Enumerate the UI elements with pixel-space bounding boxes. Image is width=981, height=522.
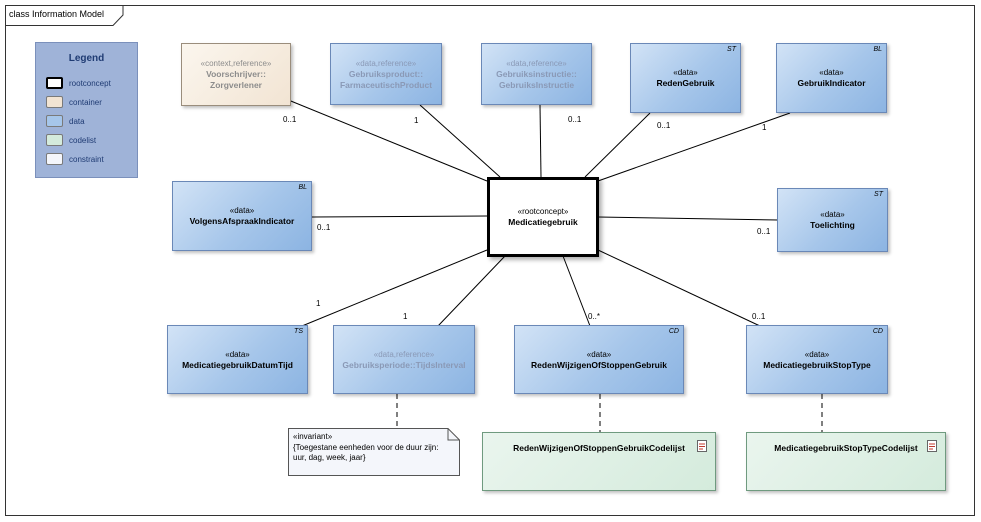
edge-gebruiksproduct	[419, 104, 501, 178]
stereotype: «rootconcept»	[517, 207, 569, 216]
legend-item-codelist: codelist	[46, 133, 96, 147]
codelist-redenwijzigenofstoppengebruik[interactable]: RedenWijzigenOfStoppenGebruikCodelijst	[482, 432, 716, 491]
edge-toelichting	[597, 216, 779, 221]
legend-swatch-data	[46, 115, 63, 127]
class-name: GebruikIndicator	[797, 78, 866, 88]
class-redenwijzigenofstoppengebruik[interactable]: CD «data» RedenWijzigenOfStoppenGebruik	[514, 325, 684, 394]
legend-item-constraint: constraint	[46, 152, 104, 166]
multiplicity-gebruiksperiode: 1	[403, 312, 408, 321]
stereotype: «data,reference»	[355, 58, 417, 68]
class-gebruiksperiode[interactable]: «data,reference» Gebruiksperiode::TijdsI…	[333, 325, 475, 394]
multiplicity-stoptype: 0..1	[752, 312, 766, 321]
multiplicity-datumtijd: 1	[316, 299, 321, 308]
datatype-tag: ST	[727, 46, 736, 53]
class-name: Gebruiksproduct:: FarmaceutischProduct	[339, 68, 433, 90]
note-shape	[288, 428, 460, 476]
stereotype: «data,reference»	[373, 349, 435, 359]
class-medicatiegebruikdatumtijd[interactable]: TS «data» MedicatiegebruikDatumTijd	[167, 325, 308, 394]
stereotype: «data»	[804, 349, 830, 359]
stereotype: «context,reference»	[200, 59, 272, 68]
multiplicity-gebruiksproduct: 1	[414, 116, 419, 125]
legend-item-container: container	[46, 95, 102, 109]
multiplicity-toelichting: 0..1	[757, 227, 771, 236]
legend-label: rootconcept	[69, 78, 111, 88]
class-gebruiksproduct[interactable]: «data,reference» Gebruiksproduct:: Farma…	[330, 43, 442, 105]
class-voorschrijver-zorgverlener[interactable]: «context,reference» Voorschrijver:: Zorg…	[181, 43, 291, 106]
stereotype: «data»	[229, 206, 255, 215]
invariant-note[interactable]: «invariant» {Toegestane eenheden voor de…	[288, 428, 460, 476]
codelist-name: RedenWijzigenOfStoppenGebruikCodelijst	[513, 443, 685, 453]
codelist-medicatiegebruikstoptype[interactable]: MedicatiegebruikStopTypeCodelijst	[746, 432, 946, 491]
legend-label: container	[69, 97, 102, 107]
codelist-name: MedicatiegebruikStopTypeCodelijst	[774, 443, 918, 453]
note-line-2: uur, dag, week, jaar}	[293, 453, 366, 462]
class-name: RedenGebruik	[656, 78, 715, 88]
codelist-document-icon	[927, 440, 937, 452]
stereotype: «data,reference»	[506, 58, 567, 68]
class-gebruiksinstructie[interactable]: «data,reference» Gebruiksinstructie:: Ge…	[481, 43, 592, 105]
class-name: Medicatiegebruik	[508, 217, 578, 227]
legend-swatch-container	[46, 96, 63, 108]
legend-swatch-constraint	[46, 153, 63, 165]
edge-redengebruik	[584, 112, 651, 178]
class-name: Gebruiksperiode::TijdsInterval	[342, 359, 466, 370]
note-stereotype: «invariant»	[293, 432, 333, 441]
class-gebruikindicator[interactable]: BL «data» GebruikIndicator	[776, 43, 887, 113]
legend-swatch-codelist	[46, 134, 63, 146]
datatype-tag: CD	[668, 328, 679, 335]
multiplicity-redengebruik: 0..1	[657, 121, 671, 130]
frame-title: class Information Model	[9, 9, 105, 19]
legend-title: Legend	[68, 53, 105, 64]
multiplicity-redenwijzigen: 0..*	[588, 312, 601, 321]
legend-swatch-rootconcept	[46, 77, 63, 89]
legend-label: constraint	[69, 154, 104, 164]
edge-volgensafspraak	[311, 215, 489, 218]
edge-stoptype	[597, 249, 761, 327]
class-name: RedenWijzigenOfStoppenGebruik	[531, 359, 667, 370]
edge-gebruiksinstructie	[539, 104, 542, 178]
multiplicity-volgensafspraak: 0..1	[317, 223, 331, 232]
datatype-tag: ST	[874, 191, 883, 198]
class-name: Toelichting	[810, 220, 855, 230]
legend-item-rootconcept: rootconcept	[46, 76, 111, 90]
stereotype: «data»	[819, 68, 844, 77]
class-name: VolgensAfspraakIndicator	[189, 216, 295, 226]
class-volgensafspraakindicator[interactable]: BL «data» VolgensAfspraakIndicator	[172, 181, 312, 251]
multiplicity-gebruiksinstructie: 0..1	[568, 115, 582, 124]
class-medicatiegebruik-root[interactable]: «rootconcept» Medicatiegebruik	[487, 177, 599, 257]
codelist-document-icon	[697, 440, 707, 452]
diagram-frame	[5, 5, 975, 516]
datatype-tag: CD	[872, 328, 883, 335]
stereotype: «data»	[820, 210, 845, 219]
datatype-tag: TS	[294, 328, 303, 335]
edge-datumtijd	[301, 249, 488, 327]
legend-label: codelist	[69, 135, 97, 145]
stereotype: «data»	[225, 349, 250, 359]
note-line-1: {Toegestane eenheden voor de duur zijn:	[293, 442, 439, 452]
multiplicity-voorschrijver: 0..1	[283, 115, 297, 124]
class-name: MedicatiegebruikDatumTijd	[182, 359, 293, 370]
note-text: «invariant» {Toegestane eenheden voor de…	[293, 432, 438, 464]
class-redengebruik[interactable]: ST «data» RedenGebruik	[630, 43, 741, 113]
frame-title-tab	[5, 5, 124, 26]
class-toelichting[interactable]: ST «data» Toelichting	[777, 188, 888, 252]
edge-voorschrijver	[280, 96, 488, 182]
multiplicity-gebruikindicator: 1	[762, 123, 767, 132]
stereotype: «data»	[586, 349, 612, 359]
class-name: Gebruiksinstructie:: GebruiksInstructie	[496, 68, 577, 90]
datatype-tag: BL	[873, 46, 882, 53]
datatype-tag: BL	[298, 184, 307, 191]
legend-label: data	[69, 116, 85, 126]
legend: Legend rootconcept container data codeli…	[35, 42, 138, 178]
edge-gebruiksperiode	[437, 255, 506, 327]
legend-item-data: data	[46, 114, 85, 128]
class-name: Voorschrijver:: Zorgverlener	[206, 69, 266, 90]
stereotype: «data»	[673, 68, 698, 77]
class-name: MedicatiegebruikStopType	[763, 359, 871, 370]
class-medicatiegebruikstoptype[interactable]: CD «data» MedicatiegebruikStopType	[746, 325, 888, 394]
edge-redenwijzigen	[562, 255, 591, 327]
edge-gebruikindicator	[597, 112, 791, 182]
